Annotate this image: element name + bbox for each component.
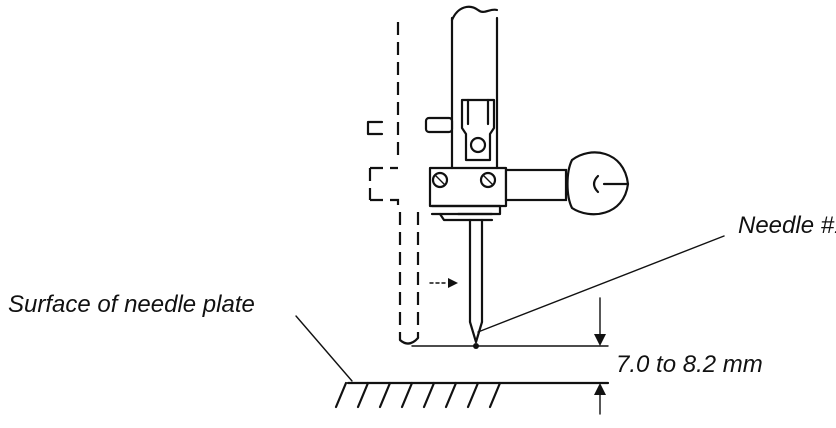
needle	[468, 218, 484, 349]
bar-peg	[424, 116, 454, 134]
needle-clamp	[428, 98, 508, 222]
needle-bar	[450, 5, 499, 170]
thumb-screw	[504, 151, 630, 216]
needle-label: Needle #14	[738, 212, 836, 239]
movement-arrow-icon	[429, 278, 458, 288]
surface-leader-line	[295, 315, 353, 382]
presser-foot-outline	[366, 22, 420, 345]
needle-plate-surface	[334, 381, 610, 409]
needle-leader-line	[477, 235, 725, 333]
surface-label: Surface of needle plate	[8, 291, 255, 318]
measurement-label: 7.0 to 8.2 mm	[616, 351, 763, 378]
dimension-arrows	[594, 297, 606, 415]
